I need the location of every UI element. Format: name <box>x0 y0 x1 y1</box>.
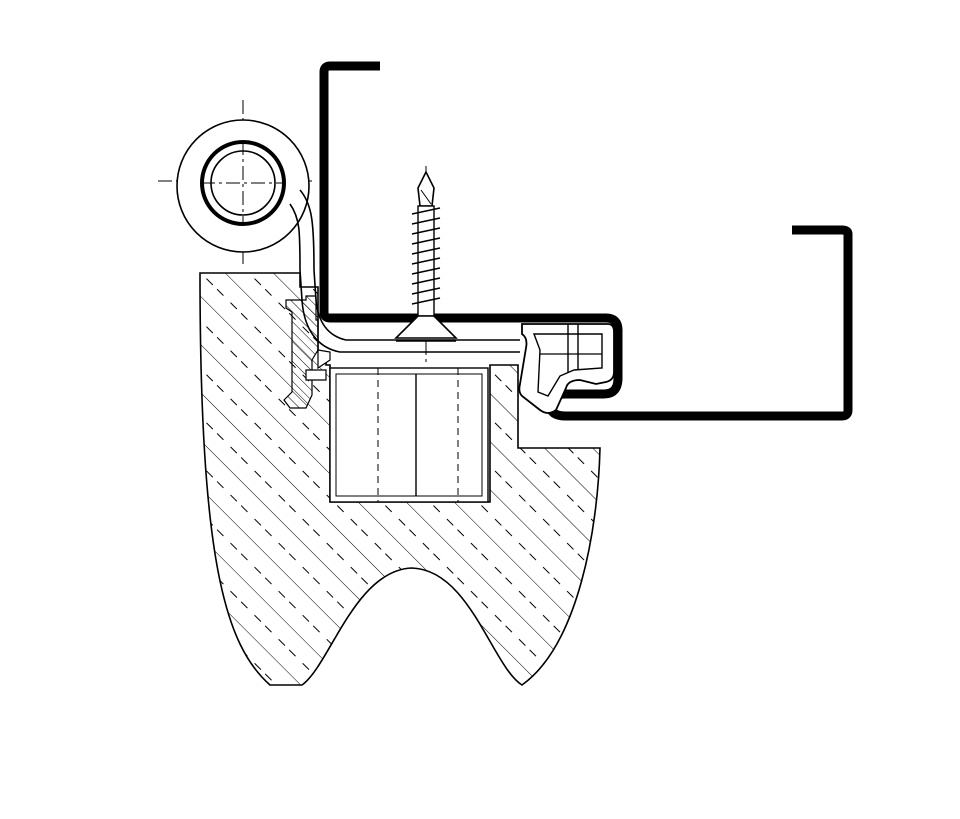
self-drilling-screw <box>394 166 458 362</box>
hinge-mounting-block <box>329 367 489 503</box>
rubber-gasket <box>518 323 615 414</box>
hinge-leaf-plate <box>289 189 520 381</box>
hinge-knuckle <box>158 100 312 264</box>
steel-door-frame <box>319 61 853 421</box>
